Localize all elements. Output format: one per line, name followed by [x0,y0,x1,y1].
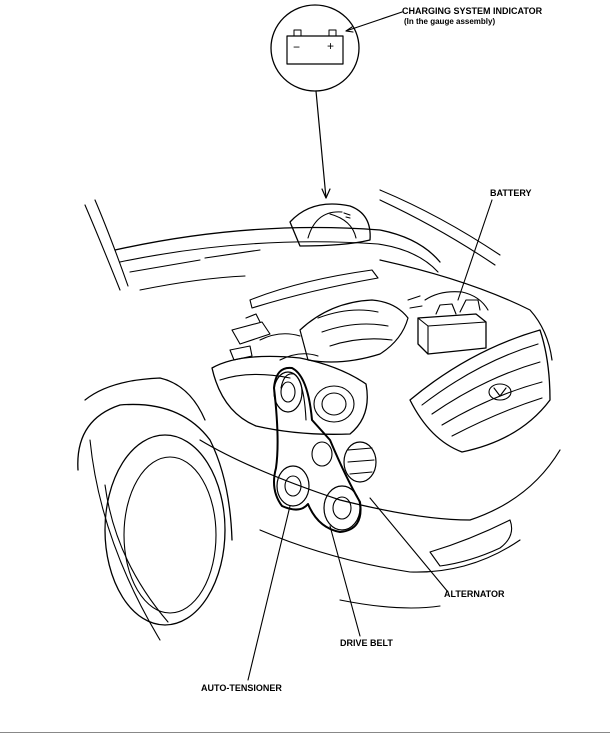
indicator-plus-sign: + [327,39,335,53]
fog-light [429,519,513,567]
belt [273,366,362,533]
battery-leader [457,199,493,301]
headlight [211,355,368,435]
battery-label: BATTERY [490,188,532,198]
alternator-label: ALTERNATOR [444,589,505,599]
battery [407,199,493,355]
charging-indicator-note: (In the gauge assembly) [404,17,496,26]
hood [114,226,441,309]
page-footer-rule [0,732,610,733]
drive-belt-label: DRIVE BELT [340,638,393,648]
charging-indicator-label: CHARGING SYSTEM INDICATOR [402,6,543,16]
bumper [199,439,561,609]
magnifier-circle [270,4,360,92]
alternator-body [343,441,377,483]
engine [229,299,409,363]
gauge-arrow [315,90,327,199]
battery-icon [286,29,344,65]
drive-belt-system [273,366,377,533]
indicator-callout [270,4,403,199]
drive-belt-leader [329,525,361,637]
idler-pulley [311,441,333,467]
front-grille [379,259,553,453]
windshield [84,189,501,291]
auto-tensioner-label: AUTO-TENSIONER [201,683,282,693]
wheel [77,377,233,641]
indicator-minus-sign: − [293,40,301,54]
tensioner-pulley [276,465,310,507]
emblem [488,383,512,401]
auto-tensioner-leader [247,505,291,681]
gauge-hood [289,203,371,247]
alternator-leader [369,497,449,593]
indicator-leader [345,11,403,32]
